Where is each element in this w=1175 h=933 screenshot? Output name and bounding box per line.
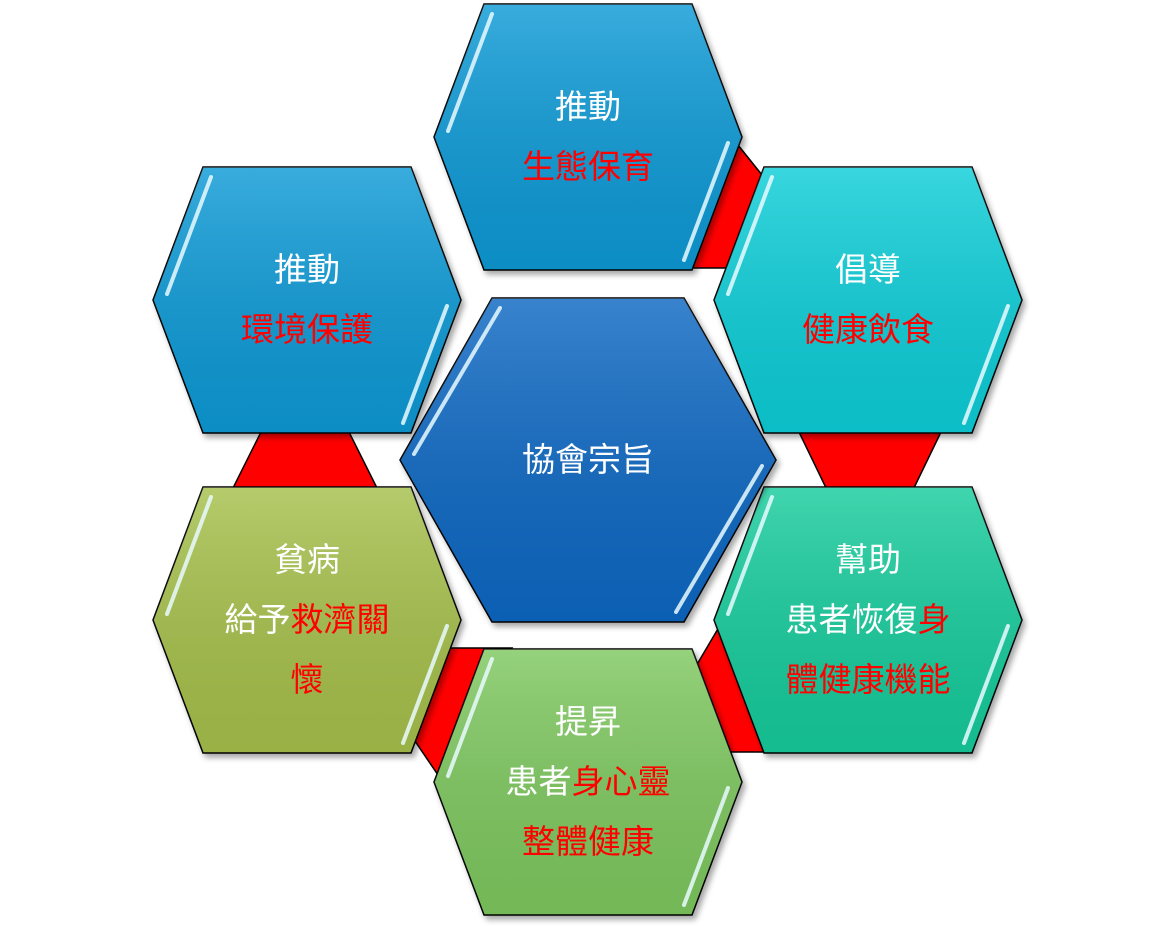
hexagon-ecology [433,3,743,271]
label-text: 懷 [290,660,324,699]
hexagon-highlight [446,12,494,133]
hexagon-highlight [446,657,494,778]
hexagon-holistic-health-label: 提昇患者身心靈整體健康 [434,649,742,915]
label-line: 體健康機能 [786,650,951,710]
hexagon-gloss [714,167,1022,433]
hexagon-highlight [962,304,1010,425]
label-line: 貧病 [274,530,340,590]
label-text: 身 [917,600,951,639]
hexagon-center-mission [399,297,777,623]
hexagon-healthy-diet-label: 倡導健康飲食 [714,167,1022,433]
hexagon-gloss [153,167,461,433]
label-line: 整體健康 [522,812,654,872]
label-line: 倡導 [835,240,901,300]
hexagon-holistic-health [433,648,743,916]
label-text: 推動 [555,87,621,126]
hexagon-environment [152,166,462,434]
hexagon-gloss [434,649,742,915]
hexagon-gloss [153,487,461,753]
hexagon-highlight [165,495,213,616]
hexagon-center-mission-label: 協會宗旨 [400,298,776,622]
label-line: 患者身心靈 [506,752,671,812]
hexagon-environment-label: 推動環境保護 [153,167,461,433]
label-line: 生態保育 [522,137,654,197]
hexagon-highlight [962,624,1010,745]
label-line: 健康飲食 [802,300,934,360]
label-text: 體健康機能 [785,660,951,699]
label-line: 患者恢復身 [786,590,951,650]
label-text: 給予 [224,600,291,639]
label-text: 患者恢復 [785,600,918,639]
label-line: 提昇 [555,692,621,752]
hexagon-highlight [401,624,449,745]
label-text: 健康飲食 [802,310,934,349]
connector-4 [230,429,380,491]
hexagon-poverty-relief-label: 貧病給予救濟關懷 [153,487,461,753]
hexagon-gloss [714,487,1022,753]
hexagon-highlight [682,786,730,907]
hexagon-highlight [726,495,774,616]
hexagon-poverty-relief [152,486,462,754]
label-text: 幫助 [835,540,901,579]
hexagon-ecology-label: 推動生態保育 [434,4,742,270]
hexagon-healthy-diet [713,166,1023,434]
label-text: 倡導 [835,250,901,289]
label-line: 給予救濟關 [225,590,390,650]
label-text: 患者 [505,762,572,801]
label-line: 推動 [555,77,621,137]
hexagon-recovery-label: 幫助患者恢復身體健康機能 [714,487,1022,753]
hexagon-gloss [400,298,776,622]
label-text: 整體健康 [522,822,654,861]
hexagon-highlight [674,464,764,614]
connector-1 [796,429,944,493]
hexagon-highlight [401,304,449,425]
label-line: 協會宗旨 [522,430,654,490]
label-text: 貧病 [274,540,340,579]
label-line: 懷 [291,650,324,710]
label-line: 幫助 [835,530,901,590]
label-text: 推動 [274,250,340,289]
hexagon-gloss [434,4,742,270]
hexagon-highlight [726,175,774,296]
label-text: 身心靈 [571,762,671,801]
label-line: 推動 [274,240,340,300]
hexagon-highlight [412,306,502,456]
label-text: 提昇 [555,702,621,741]
label-text: 協會宗旨 [522,440,654,479]
label-text: 生態保育 [522,147,654,186]
label-text: 救濟關 [290,600,390,639]
hexagon-highlight [682,141,730,262]
hexagon-highlight [165,175,213,296]
hexagon-recovery [713,486,1023,754]
label-text: 環境保護 [241,310,373,349]
label-line: 環境保護 [241,300,373,360]
